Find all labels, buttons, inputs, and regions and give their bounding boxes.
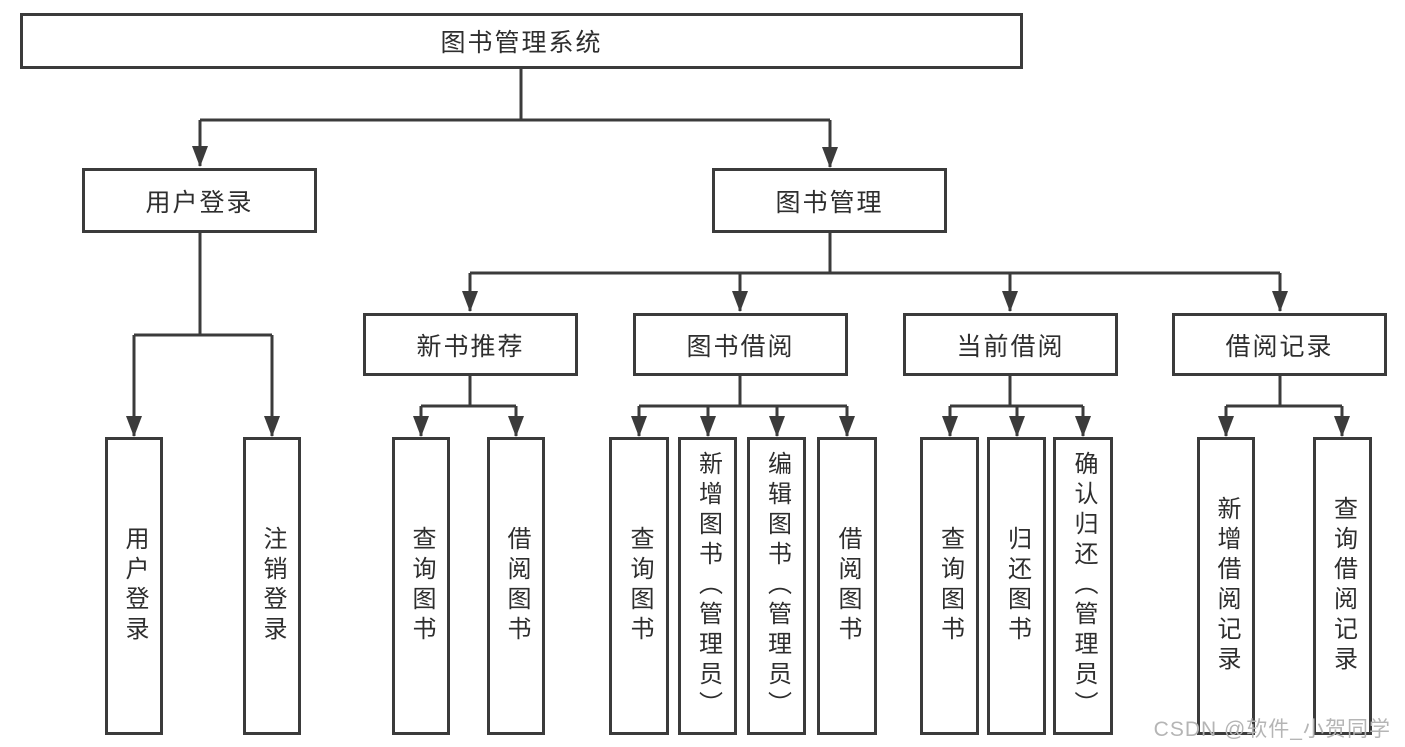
leaf-recommend-query-books: 查询图书 bbox=[392, 437, 450, 735]
leaf-recommend-query-books-label: 查询图书 bbox=[408, 526, 435, 646]
node-book-borrow: 图书借阅 bbox=[633, 313, 848, 376]
leaf-recommend-borrow-books-label: 借阅图书 bbox=[503, 526, 530, 646]
leaf-current-return-books-label: 归还图书 bbox=[1003, 526, 1031, 646]
node-borrow-records-label: 借阅记录 bbox=[1225, 332, 1334, 361]
leaf-borrow-borrow-books: 借阅图书 bbox=[817, 437, 877, 735]
connector-spines bbox=[134, 69, 1342, 408]
leaf-borrow-edit-books-admin-label: 编辑图书（管理员） bbox=[763, 451, 791, 721]
node-current-borrow: 当前借阅 bbox=[903, 313, 1118, 376]
node-user-login: 用户登录 bbox=[82, 168, 317, 233]
leaf-records-query-record-label: 查询借阅记录 bbox=[1329, 496, 1357, 676]
leaf-recommend-borrow-books: 借阅图书 bbox=[487, 437, 545, 735]
node-borrow-records: 借阅记录 bbox=[1172, 313, 1387, 376]
node-new-book-recommend-label: 新书推荐 bbox=[416, 332, 525, 361]
node-library-system-label: 图书管理系统 bbox=[440, 29, 603, 57]
node-library-system: 图书管理系统 bbox=[20, 13, 1023, 69]
leaf-current-return-books: 归还图书 bbox=[987, 437, 1046, 735]
node-book-borrow-label: 图书借阅 bbox=[686, 332, 795, 361]
leaf-current-confirm-return-admin: 确认归还（管理员） bbox=[1053, 437, 1113, 735]
leaf-current-query-books-label: 查询图书 bbox=[936, 526, 964, 646]
watermark: CSDN @软件_小贺同学 bbox=[1153, 718, 1391, 741]
node-new-book-recommend: 新书推荐 bbox=[363, 313, 578, 376]
leaf-borrow-edit-books-admin: 编辑图书（管理员） bbox=[747, 437, 806, 735]
leaf-borrow-query-books: 查询图书 bbox=[609, 437, 669, 735]
leaf-borrow-add-books-admin: 新增图书（管理员） bbox=[678, 437, 737, 735]
leaf-logout: 注销登录 bbox=[243, 437, 301, 735]
node-book-management: 图书管理 bbox=[712, 168, 947, 233]
leaf-borrow-add-books-admin-label: 新增图书（管理员） bbox=[694, 451, 722, 721]
node-current-borrow-label: 当前借阅 bbox=[956, 332, 1065, 361]
node-book-management-label: 图书管理 bbox=[775, 188, 884, 217]
leaf-records-query-record: 查询借阅记录 bbox=[1313, 437, 1372, 735]
leaf-borrow-query-books-label: 查询图书 bbox=[626, 526, 653, 646]
leaf-records-add-record: 新增借阅记录 bbox=[1197, 437, 1255, 735]
leaf-logout-label: 注销登录 bbox=[259, 526, 286, 646]
leaf-user-login: 用户登录 bbox=[105, 437, 163, 735]
leaf-user-login-label: 用户登录 bbox=[121, 526, 148, 646]
leaf-current-query-books: 查询图书 bbox=[920, 437, 979, 735]
leaf-records-add-record-label: 新增借阅记录 bbox=[1213, 496, 1240, 676]
leaf-current-confirm-return-admin-label: 确认归还（管理员） bbox=[1070, 451, 1097, 721]
node-user-login-label: 用户登录 bbox=[145, 188, 254, 217]
leaf-borrow-borrow-books-label: 借阅图书 bbox=[834, 526, 861, 646]
